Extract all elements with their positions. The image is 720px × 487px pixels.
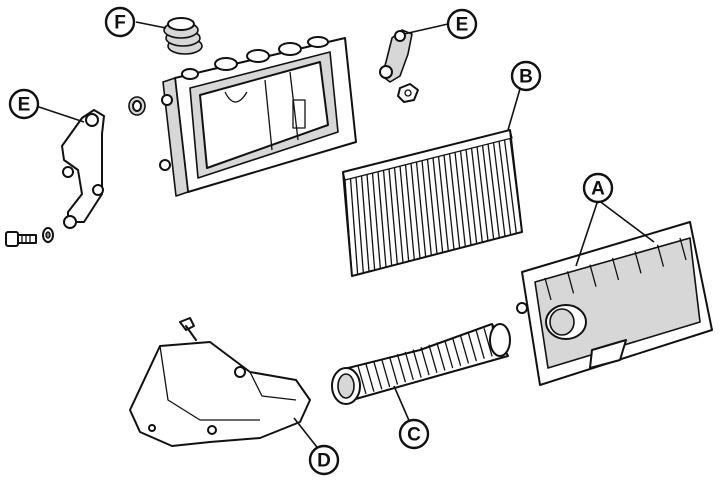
filter-pleat — [415, 161, 427, 257]
filter-pleat — [492, 142, 506, 237]
filter-pleat — [432, 157, 444, 253]
callout-e-top: E — [446, 8, 478, 40]
cover-rib — [679, 237, 687, 261]
filter-pleat — [404, 164, 415, 260]
callout-c-label: C — [407, 425, 421, 446]
duct-rib — [396, 354, 407, 383]
cover-rib — [544, 277, 552, 301]
filter-pleat — [388, 168, 398, 265]
filter-pleat — [437, 156, 449, 252]
intake-duct — [331, 323, 511, 405]
callout-d: D — [308, 444, 340, 476]
filter-pleat — [377, 171, 387, 268]
duct-rib — [412, 349, 422, 378]
filter-pleat — [382, 170, 393, 266]
grommet-f — [163, 17, 203, 55]
callout-b: B — [510, 60, 542, 92]
callout-c: C — [398, 418, 430, 450]
duct-rib — [428, 344, 438, 374]
cover-rib — [656, 244, 665, 267]
filter-pleat — [360, 175, 370, 272]
duct-rib — [420, 346, 430, 376]
duct-rib — [483, 328, 493, 357]
duct-rib — [404, 351, 414, 381]
bracket-e-left — [61, 109, 105, 229]
filter-pleat — [487, 143, 500, 238]
filter-pleat — [349, 178, 359, 275]
air-filter-element — [342, 129, 523, 277]
cover-rib — [611, 257, 620, 281]
duct-rib — [365, 363, 375, 392]
filter-pleat — [503, 139, 517, 234]
callout-a: A — [582, 172, 614, 204]
filter-pleat — [498, 140, 512, 236]
filter-pleat — [443, 154, 455, 250]
filter-pleat — [344, 179, 353, 277]
filter-pleat — [393, 167, 404, 263]
duct-rib — [373, 361, 383, 390]
duct-rib — [357, 365, 367, 395]
filter-pleat — [371, 172, 381, 269]
filter-pleat — [509, 137, 523, 233]
duct-rib — [475, 330, 485, 359]
filter-pleat — [448, 153, 461, 249]
filter-pleat — [459, 150, 472, 246]
duct-rib — [451, 337, 462, 366]
duct-rib — [381, 358, 391, 388]
duct-rib — [388, 356, 399, 385]
callout-b-label: B — [519, 67, 533, 88]
air-intake-horn — [129, 317, 311, 447]
duct-rib — [459, 335, 470, 364]
cover-rib — [566, 271, 575, 294]
small-grommet — [128, 96, 146, 116]
callout-f-label: F — [114, 13, 126, 34]
duct-rib — [436, 342, 446, 371]
filter-pleat — [355, 177, 364, 274]
callout-e-left-label: E — [18, 95, 31, 116]
filter-pleat — [426, 158, 438, 255]
cover-rib — [634, 251, 642, 274]
filter-pleat — [454, 151, 466, 247]
duct-rib — [467, 332, 477, 362]
filter-pleat — [366, 174, 376, 271]
filter-pleat — [481, 144, 495, 240]
lower-housing — [159, 36, 357, 197]
air-cleaner-cover — [516, 221, 713, 386]
filter-pleat — [476, 146, 489, 241]
filter-pleat — [410, 163, 421, 259]
callout-f: F — [104, 6, 136, 38]
callout-e-top-label: E — [456, 15, 469, 36]
filter-pleat — [421, 160, 432, 256]
callout-d-label: D — [317, 451, 331, 472]
bolt-and-washer — [5, 227, 54, 247]
callout-a-label: A — [591, 179, 605, 200]
callout-e-left: E — [8, 88, 40, 120]
cover-rib — [589, 264, 597, 287]
filter-pleat — [399, 165, 410, 262]
duct-rib — [444, 339, 454, 369]
filter-pleat — [470, 147, 483, 243]
bracket-e-top — [379, 29, 419, 103]
filter-pleat — [465, 149, 478, 244]
